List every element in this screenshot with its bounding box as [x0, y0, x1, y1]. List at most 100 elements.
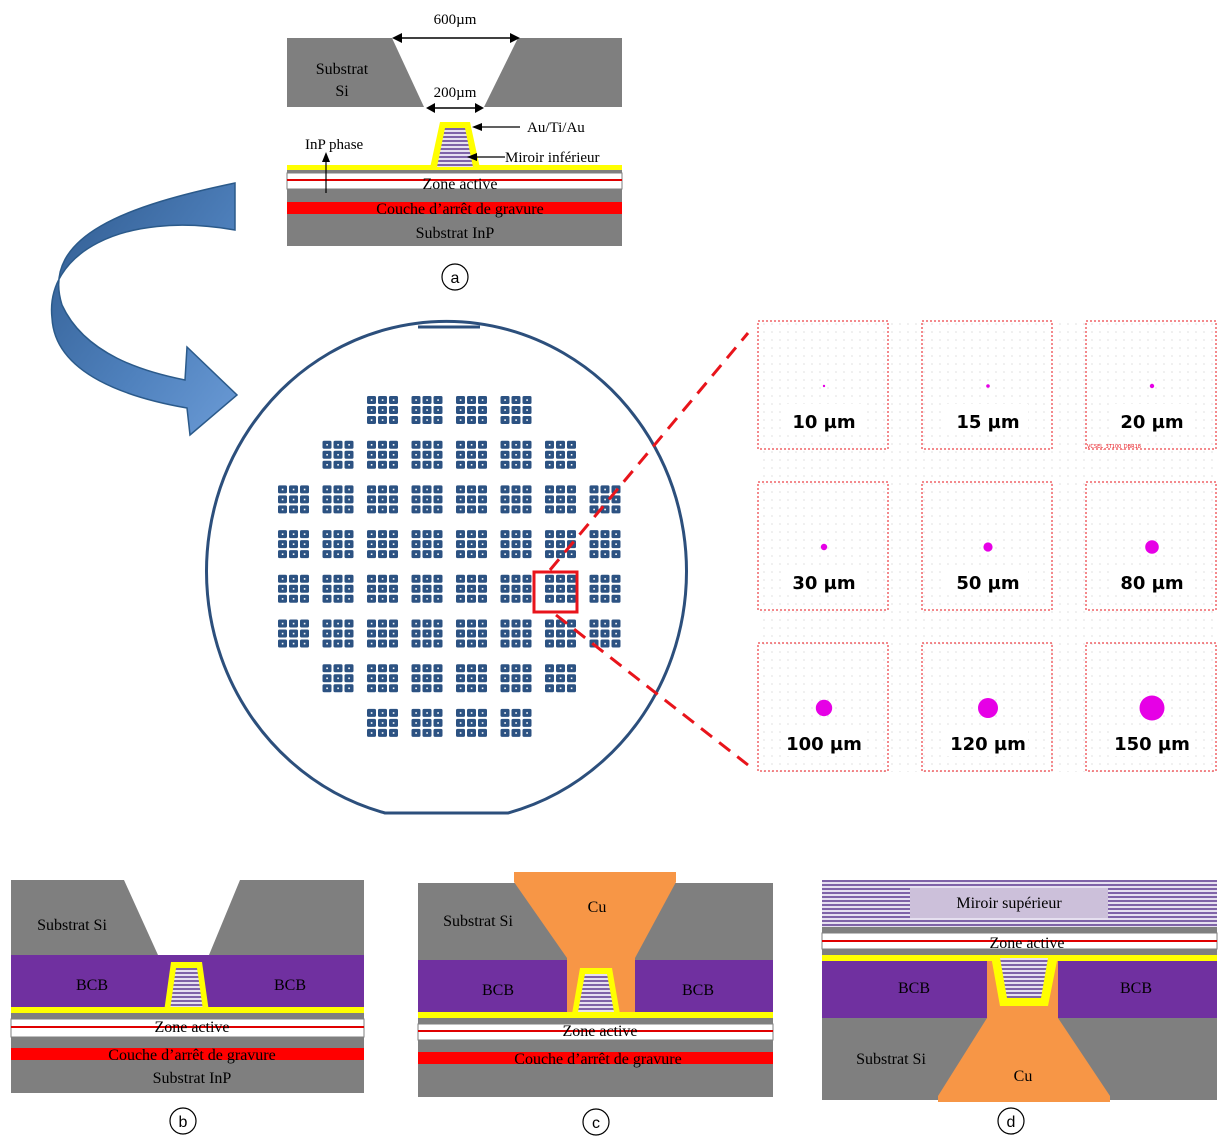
panel-d-substrat-si-label: Substrat Si — [856, 1051, 926, 1068]
device-label-box — [782, 404, 864, 434]
device-cell-border — [757, 481, 889, 611]
panel-c-cu-via — [514, 872, 676, 1014]
panel-c-label: c — [592, 1115, 600, 1132]
wafer-die — [411, 619, 443, 648]
panel-a-substrat-inp — [287, 214, 622, 246]
panel-d: Miroir supérieur Zone active BCB BCB Sub… — [821, 880, 1218, 1135]
wafer-outline — [205, 319, 688, 815]
wafer-die — [500, 530, 532, 559]
device-cell-border — [921, 481, 1053, 611]
wafer-die — [500, 664, 532, 693]
panel-a-dim-600-label: 600µm — [434, 12, 477, 28]
wafer-die — [411, 440, 443, 469]
wafer-die — [545, 619, 576, 648]
wafer-die — [411, 485, 443, 514]
device-aperture-dot — [986, 384, 990, 388]
device-size-label: 15 µm — [956, 412, 1019, 433]
panel-b-bcb-left-label: BCB — [76, 977, 108, 994]
wafer-die — [411, 708, 443, 737]
panel-d-label: d — [1007, 1114, 1016, 1131]
panel-a-inp-phase-label: InP phase — [305, 137, 364, 153]
panel-c-couche-arret-label: Couche d’arrêt de gravure — [514, 1051, 681, 1068]
device-label-box — [1110, 565, 1192, 595]
panel-b-substrat-si-left — [11, 880, 158, 955]
device-size-label: 120 µm — [950, 734, 1026, 755]
wafer-die — [322, 664, 354, 693]
wafer-die — [545, 664, 576, 693]
device-size-label: 20 µm — [1120, 412, 1183, 433]
panel-c-cu-label: Cu — [588, 899, 607, 916]
panel-a-inp-phase-layer — [287, 169, 622, 173]
panel-b-substrat-si-label: Substrat Si — [37, 917, 107, 934]
panel-b-substrat-si-right — [209, 880, 364, 955]
panel-d-gray-spacer-2 — [822, 949, 1217, 955]
wafer-die — [589, 530, 621, 559]
panel-a-dimension-200 — [426, 103, 484, 113]
wafer-die — [367, 530, 398, 559]
wafer-die — [456, 619, 487, 648]
panel-a-couche-arret-label: Couche d’arrêt de gravure — [376, 201, 543, 218]
device-aperture-dot — [1145, 540, 1159, 554]
panel-b-au-layer — [11, 1007, 364, 1013]
wafer-die — [278, 619, 309, 648]
wafer-die — [456, 574, 487, 603]
device-cell-border — [757, 320, 889, 450]
panel-d-miroir-superieur-box — [910, 888, 1108, 918]
panel-a-etch-stop-layer — [287, 202, 622, 214]
device-cell: 15 µm — [921, 320, 1053, 450]
device-cell: 50 µm — [921, 481, 1053, 611]
device-label-box — [1110, 726, 1192, 756]
wafer — [205, 319, 688, 815]
device-size-label: 30 µm — [792, 573, 855, 594]
wafer-die — [322, 440, 354, 469]
device-size-label: 150 µm — [1114, 734, 1190, 755]
panel-a-miroir-inferieur-label: Miroir inférieur — [505, 150, 600, 166]
panel-a-au-ti-au-label: Au/Ti/Au — [527, 120, 585, 136]
panel-b-couche-arret-label: Couche d’arrêt de gravure — [108, 1047, 275, 1064]
wafer-die — [500, 396, 532, 424]
panel-b-miroir — [170, 968, 203, 1010]
wafer-die — [500, 440, 532, 469]
device-aperture-dot — [822, 384, 826, 388]
wafer-die — [589, 574, 621, 603]
panel-a-substrat-si-label-1: Substrat — [316, 61, 369, 78]
device-label-box — [946, 404, 1028, 434]
panel-c-bottom-layer — [418, 1064, 773, 1097]
panel-d-gray-spacer — [822, 927, 1217, 933]
wafer-die — [322, 619, 354, 648]
panel-d-cu-via — [938, 961, 1110, 1102]
panel-b-label: b — [179, 1114, 188, 1131]
wafer-die — [278, 485, 309, 514]
panel-b-etch-stop-layer — [11, 1048, 364, 1060]
panel-d-zone-active-label: Zone active — [989, 935, 1064, 952]
panel-c-substrat-si-label: Substrat Si — [443, 913, 513, 930]
panel-b-gray-spacer-2 — [11, 1037, 364, 1048]
device-size-label: 50 µm — [956, 573, 1019, 594]
panel-a-au-arrow — [472, 123, 520, 131]
panel-a-substrat-si — [287, 38, 424, 107]
wafer-die — [545, 440, 576, 469]
panel-a-substrat-inp-label: Substrat InP — [416, 225, 495, 242]
wafer-die — [500, 485, 532, 514]
panel-c-label-circle — [582, 1108, 610, 1136]
device-cell-border — [921, 642, 1053, 772]
device-aperture-dot — [1139, 695, 1165, 721]
wafer-die — [411, 396, 443, 424]
wafer-die — [411, 530, 443, 559]
device-label-box — [946, 726, 1028, 756]
device-cell-border — [1085, 481, 1217, 611]
curved-arrow — [50, 182, 239, 437]
panel-b-substrat-inp-label: Substrat InP — [153, 1070, 232, 1087]
device-aperture-dot — [978, 698, 998, 718]
panel-d-cu-label: Cu — [1014, 1068, 1033, 1085]
device-aperture-dot — [815, 699, 833, 717]
panel-b-gray-spacer — [11, 1013, 364, 1019]
device-label-box — [946, 565, 1028, 595]
panel-a-inp-phase-arrow — [322, 152, 330, 193]
panel-d-miroir-superieur-label: Miroir supérieur — [956, 895, 1062, 912]
wafer-die — [545, 574, 576, 603]
zoom-line-bottom — [555, 613, 749, 767]
panel-c-gray-spacer — [418, 1018, 773, 1024]
